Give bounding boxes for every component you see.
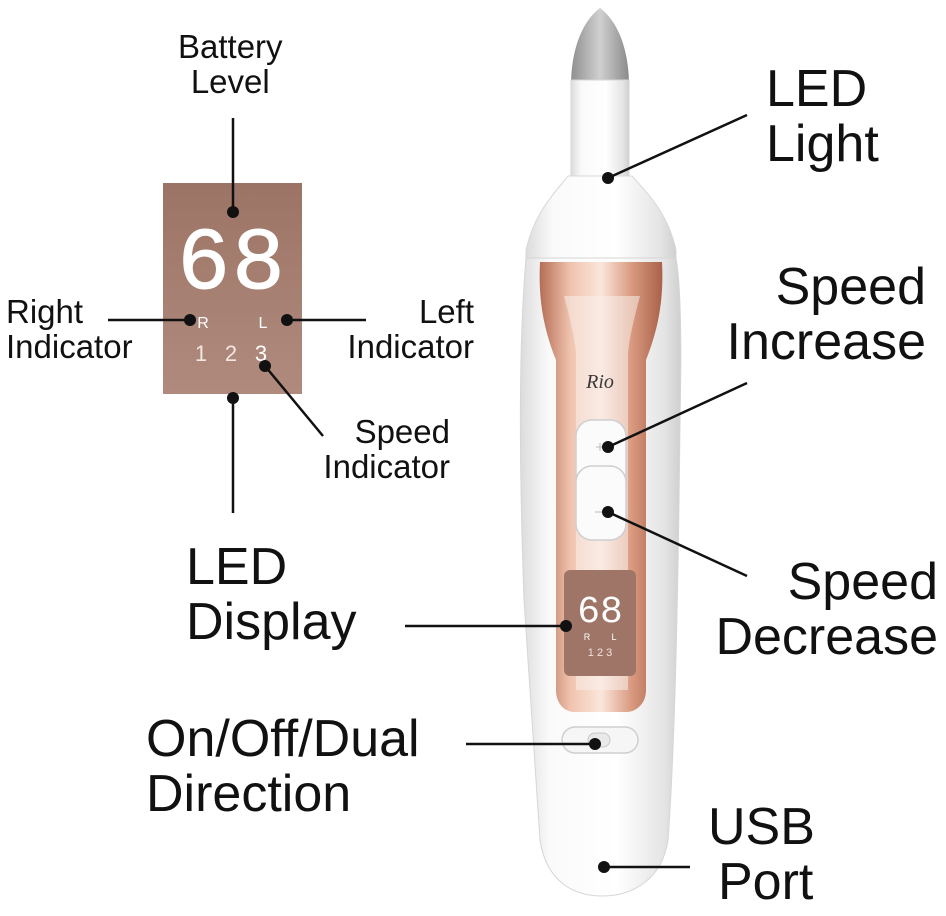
led-display-line-2: Display [186,593,357,652]
on-off-label: On/Off/Dual Direction [146,710,420,824]
speed-decrease-line-1: Speed [787,553,938,611]
battery-level-label: Battery Level [178,28,283,100]
device-speed-row: 1 2 3 [588,647,612,659]
on-off-line-2: Direction [146,765,352,824]
right-indicator-label: Right Indicator [6,293,133,365]
leader-lines [108,113,748,869]
zoom-right-letter: R [197,315,209,332]
zoom-led-panel [163,183,302,394]
grinding-bit [571,8,629,82]
device-display-digits: 68 [577,591,623,634]
device-left-letter: L [611,632,616,642]
on-off-line-1: On/Off/Dual [146,710,420,768]
speed-decrease-button[interactable] [575,465,627,541]
battery-level-line-1: Battery [178,28,283,65]
speed-increase-line-1: Speed [775,258,926,316]
device-led-display [564,570,636,676]
left-indicator-line-1: Left [418,293,474,330]
zoom-speed-3: 3 [255,341,267,366]
collet [570,79,630,179]
usb-port-line-2: Port [718,853,814,912]
speed-indicator-label: Speed Indicator [323,413,450,485]
usb-port-label: USB Port [708,798,815,912]
speed-increase-label: Speed Increase [726,258,926,372]
right-indicator-line-1: Right [6,293,84,330]
speed-decrease-line-2: Decrease [715,608,938,667]
led-display-label: LED Display [186,538,357,652]
leader-dots [184,172,614,873]
speed-indicator-line-1: Speed [354,413,450,450]
zoom-left-letter: L [259,315,268,332]
usb-port-line-1: USB [708,798,815,856]
speed-indicator-line-2: Indicator [323,447,450,485]
led-display-line-1: LED [186,538,288,596]
device-right-letter: R [584,632,591,642]
left-indicator-label: Left Indicator [347,293,474,365]
nail-drill-device: Rio 68 R L 1 2 3 [519,8,682,897]
led-light-line-1: LED [766,60,868,118]
speed-decrease-label: Speed Decrease [715,553,938,667]
speed-increase-line-2: Increase [726,313,926,372]
led-light-line-2: Light [766,115,879,174]
right-indicator-line-2: Indicator [6,327,133,365]
left-indicator-line-2: Indicator [347,327,474,365]
battery-level-line-2: Level [190,62,270,100]
zoom-speed-2: 2 [225,341,237,366]
zoom-speed-1: 1 [195,341,207,366]
led-light-label: LED Light [766,60,879,174]
zoom-battery-digits: 68 [177,216,287,315]
brand-logo: Rio [585,371,614,393]
head [525,175,677,263]
